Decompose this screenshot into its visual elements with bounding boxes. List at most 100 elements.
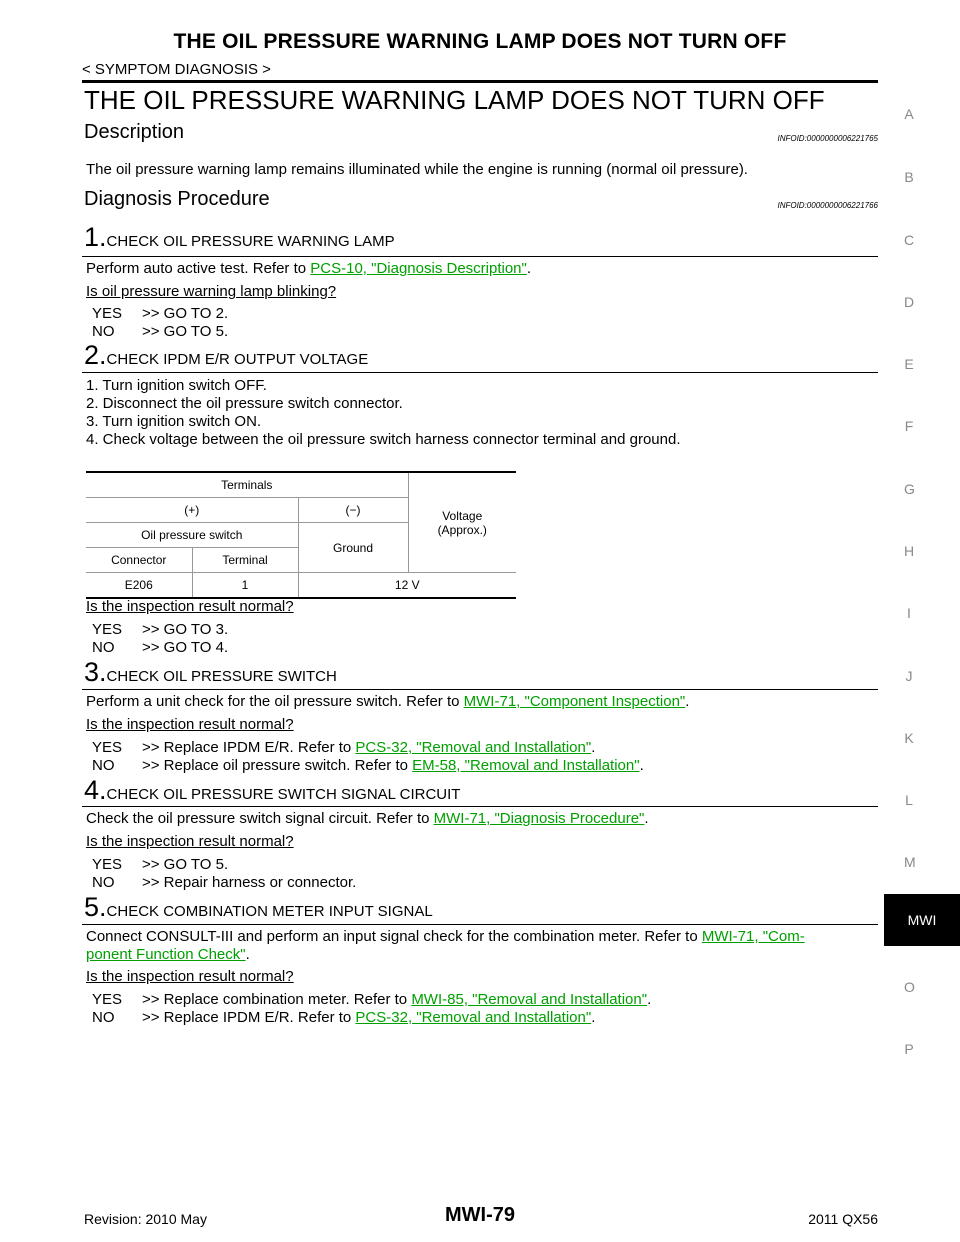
step-3-question: Is the inspection result normal? [86,716,294,733]
step-5-no: NO>> Replace IPDM E/R. Refer to PCS-32, … [92,1009,595,1026]
side-index-o[interactable]: O [904,979,915,995]
side-index-m[interactable]: M [904,854,916,870]
side-index-b[interactable]: B [904,169,914,185]
minus-header: (−) [297,497,408,523]
connector-header: Connector [86,547,192,573]
step-title: CHECK IPDM E/R OUTPUT VOLTAGE [106,351,369,368]
step-4-question: Is the inspection result normal? [86,833,294,850]
side-index-mwi-tab[interactable]: MWI [884,894,960,946]
no-label: NO [92,323,115,340]
side-index-a[interactable]: A [904,106,914,122]
yes-label: YES [92,305,123,322]
step-3-text: Perform a unit check for the oil pressur… [86,693,689,710]
step-2-item: 3. Turn ignition switch ON. [86,413,262,430]
no-action: >> GO TO 5. [142,323,229,340]
step-title: CHECK OIL PRESSURE WARNING LAMP [106,233,395,250]
step-5-yes: YES >> Replace combination meter. Refer t… [92,991,651,1008]
side-index-g[interactable]: G [904,481,915,497]
yes-action: >> GO TO 3. [142,621,229,638]
step-4-header: 4.CHECK OIL PRESSURE SWITCH SIGNAL CIRCU… [84,775,460,806]
no-label: NO [92,1009,115,1026]
side-index-p[interactable]: P [904,1041,914,1057]
text: . [591,1009,596,1026]
step-number: 4. [84,775,107,805]
step-rule [82,689,878,690]
side-index-j[interactable]: J [905,668,913,684]
voltage-label: Voltage [442,508,483,523]
step-1-yes: YES>> GO TO 2. [92,305,228,322]
terminal-header: Terminal [191,547,298,573]
connector-cell: E206 [86,572,192,599]
step-2-item: 1. Turn ignition switch OFF. [86,377,267,394]
step-1-header: 1.CHECK OIL PRESSURE WARNING LAMP [84,222,395,253]
text: . [245,946,250,963]
description-heading: Description [84,121,185,143]
step-2-no: NO >> GO TO 4. [92,639,228,656]
yes-action: >> Replace combination meter. Refer to [142,991,412,1008]
step-2-item: 2. Disconnect the oil pressure switch co… [86,395,403,412]
link-em-58[interactable]: EM-58, "Removal and Installation" [412,757,640,774]
terminals-header: Terminals [86,471,408,498]
step-title: CHECK COMBINATION METER INPUT SIGNAL [106,903,433,920]
step-number: 1. [84,222,107,252]
link-mwi-71-function[interactable]: ponent Function Check" [86,946,246,963]
step-5-header: 5.CHECK COMBINATION METER INPUT SIGNAL [84,892,433,923]
description-infoid: INFOID:0000000006221765 [777,134,878,143]
link-pcs-10[interactable]: PCS-10, "Diagnosis Description" [310,260,527,277]
link-mwi-71-component[interactable]: MWI-71, "Component Inspection" [463,693,686,710]
page-title: THE OIL PRESSURE WARNING LAMP DOES NOT T… [84,85,825,115]
no-label: NO [92,757,115,774]
procedure-heading: Diagnosis Procedure [84,188,270,210]
step-rule [82,806,878,807]
no-label: NO [92,639,115,656]
text: . [644,810,649,827]
procedure-infoid: INFOID:0000000006221766 [777,201,878,210]
header-rule [82,80,878,83]
text: Check the oil pressure switch signal cir… [86,810,434,827]
side-index-l[interactable]: L [905,792,913,808]
no-label: NO [92,874,115,891]
header-title: THE OIL PRESSURE WARNING LAMP DOES NOT T… [173,30,787,53]
side-index-k[interactable]: K [904,730,914,746]
voltage-cell: 12 V [297,572,516,599]
side-index-i[interactable]: I [907,605,911,621]
side-index-e[interactable]: E [904,356,914,372]
step-title: CHECK OIL PRESSURE SWITCH SIGNAL CIRCUIT [106,786,461,803]
step-5-text: Connect CONSULT-III and perform an input… [86,928,805,945]
text: . [526,260,532,277]
side-index-f[interactable]: F [904,418,914,434]
text: . [591,739,596,756]
step-2-header: 2.CHECK IPDM E/R OUTPUT VOLTAGE [84,340,368,371]
ground-cell: Ground [297,522,408,573]
step-1-text: Perform auto active test. Refer to PCS-1… [86,260,531,277]
side-index-d[interactable]: D [904,294,915,310]
step-4-yes: YES >> GO TO 5. [92,856,228,873]
text: Perform a unit check for the oil pressur… [86,693,464,710]
text: . [647,991,652,1008]
yes-label: YES [92,856,123,873]
footer-revision: Revision: 2010 May [84,1211,207,1227]
no-action: >> GO TO 4. [142,639,229,656]
side-index-c[interactable]: C [904,232,915,248]
link-mwi-71-diagnosis[interactable]: MWI-71, "Diagnosis Procedure" [433,810,645,827]
yes-action: >> GO TO 5. [142,856,229,873]
yes-label: YES [92,991,123,1008]
voltage-approx: (Approx.) [437,522,487,537]
yes-action: >> Replace IPDM E/R. Refer to [142,739,356,756]
link-pcs-32[interactable]: PCS-32, "Removal and Installation" [355,739,592,756]
side-index-h[interactable]: H [904,543,915,559]
step-4-no: NO>> Repair harness or connector. [92,874,356,891]
footer-page-number: MWI-79 [445,1204,515,1226]
step-1-question: Is oil pressure warning lamp blinking? [86,283,337,300]
step-4-text: Check the oil pressure switch signal cir… [86,810,649,827]
text: Connect CONSULT-III and perform an input… [86,928,702,945]
link-mwi-85[interactable]: MWI-85, "Removal and Installation" [411,991,648,1008]
link-mwi-71-function[interactable]: MWI-71, "Com- [701,928,805,945]
step-rule [82,924,878,925]
oil-switch-header: Oil pressure switch [86,522,298,548]
text: Perform auto active test. Refer to [86,260,311,277]
plus-header: (+) [86,497,298,523]
link-pcs-32[interactable]: PCS-32, "Removal and Installation" [355,1009,592,1026]
step-rule [82,256,878,257]
voltage-header: Voltage (Approx.) [407,471,516,573]
